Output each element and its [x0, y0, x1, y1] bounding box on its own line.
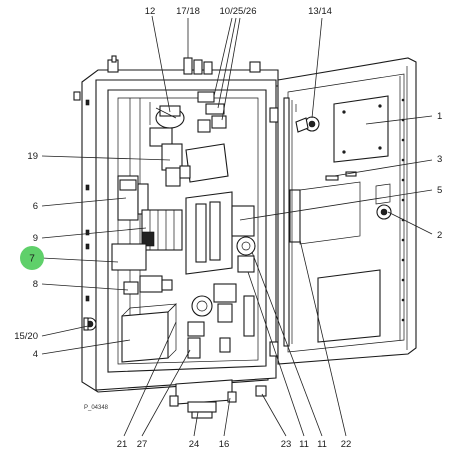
callout-label: 24	[189, 439, 200, 450]
callouts-right: 1 3 5 2	[437, 111, 442, 241]
part-7-component	[111, 243, 147, 271]
bottom-connector	[175, 379, 233, 405]
callout-label: 13/14	[308, 6, 332, 17]
pressure-gauge	[236, 236, 256, 256]
callout-label: 8	[33, 279, 38, 290]
callouts-top: 12 17/18 10/25/26 13/14	[145, 6, 332, 17]
callout-label: 16	[219, 439, 230, 450]
door-hinge	[269, 107, 279, 123]
bottom-plug	[255, 385, 267, 397]
manifold	[185, 191, 233, 275]
callouts-left: 19 6 9 7 8 15/20 4	[14, 151, 44, 360]
cabinet-door	[277, 57, 417, 365]
callout-label-highlighted: 7	[29, 254, 35, 265]
door-hinge-strip	[283, 97, 290, 347]
callout-label: 3	[437, 154, 442, 165]
lower-regulator	[191, 295, 213, 317]
reference-code: P_04348	[84, 405, 109, 411]
callout-label: 9	[33, 233, 38, 244]
callout-label: 12	[145, 6, 156, 17]
callout-label: 22	[341, 439, 352, 450]
callout-label: 21	[117, 439, 128, 450]
callout-label: 4	[33, 349, 38, 360]
door-label-plate	[333, 95, 389, 163]
callout-label: 15/20	[14, 331, 38, 342]
valve-block	[185, 143, 229, 183]
callout-label: 11	[299, 439, 309, 450]
top-fitting	[183, 57, 193, 75]
callout-label: 1	[437, 111, 442, 122]
mount-hole	[85, 99, 90, 106]
callout-label: 2	[437, 230, 442, 241]
callout-label: 6	[33, 201, 38, 212]
internal-components	[83, 57, 267, 419]
callout-label: 27	[137, 439, 148, 450]
callout-label: 10/25/26	[220, 6, 257, 17]
callout-label: 17/18	[176, 6, 200, 17]
callout-label: 11	[317, 439, 327, 450]
door-window	[317, 269, 381, 343]
hinge-bracket	[73, 91, 81, 101]
callout-label: 19	[27, 151, 38, 162]
callout-label: 5	[437, 185, 442, 196]
callouts-bottom: 21 27 24 16 23 11 11 22	[117, 439, 352, 450]
leader-lines	[41, 15, 433, 437]
callout-label: 23	[281, 439, 292, 450]
highlight-marker	[20, 246, 44, 270]
fitting-block	[139, 275, 163, 293]
